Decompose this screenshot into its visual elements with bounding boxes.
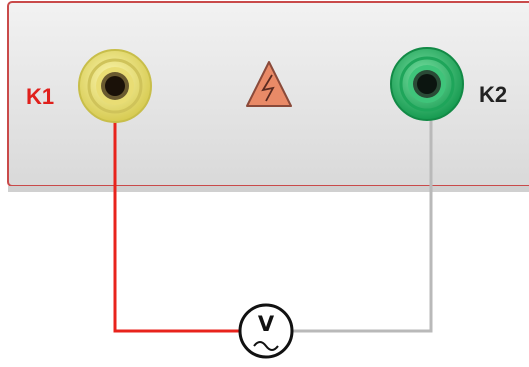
- meter-letter: V: [258, 312, 275, 336]
- ac-wave-icon: [253, 341, 279, 351]
- panel-shadow: [8, 186, 529, 192]
- high-voltage-warning-icon: [246, 61, 292, 107]
- k2-terminal-jack[interactable]: [390, 47, 464, 121]
- ac-voltmeter-icon: V: [238, 303, 294, 359]
- k1-wire: [113, 93, 240, 333]
- k2-wire: [292, 93, 433, 333]
- k2-label: K2: [479, 82, 507, 107]
- k1-label: K1: [26, 84, 54, 109]
- k1-terminal-jack[interactable]: [78, 49, 152, 123]
